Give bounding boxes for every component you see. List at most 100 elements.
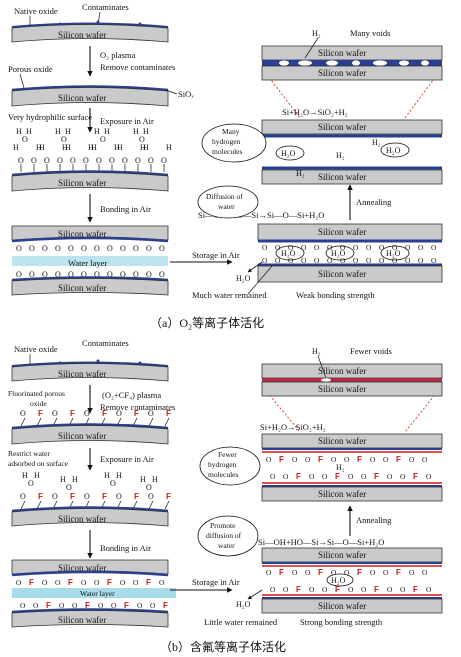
atom-glyph: H [55,127,61,136]
wafer-label: Silicon wafer [318,48,366,58]
restrict-label-2: adsorbed on surface [8,459,69,468]
wafer-label: Silicon wafer [318,227,366,237]
many-voids-label: Many voids [350,28,390,38]
atom-glyph: O [110,479,116,488]
atom-glyph: O [55,244,61,253]
diffusion-label-2: water [218,202,235,211]
atom-glyph: O [392,256,398,265]
atom-glyph: O [426,472,432,481]
contaminates-label: Contaminates [82,338,129,348]
h2o-bubble [326,573,354,587]
atom-glyph: H [36,143,42,152]
atom-glyph: O [405,256,411,265]
h2o-bubble [380,142,410,158]
silicon-wafer [11,425,169,445]
atom-glyph: H [65,127,71,136]
atom-glyph: O [431,256,437,265]
fluorine-glyph: F [134,492,139,501]
atom-glyph: O [409,455,415,464]
fluorine-glyph: F [163,601,168,610]
hydrogen-label-2: hydrogen [208,460,237,469]
h2o-label: H₂O [386,249,401,258]
atom-glyph: O [383,568,389,577]
wafer-label: Silicon wafer [58,514,106,524]
fluorine-glyph: F [68,578,73,587]
h2o-escape-label: H₂O [236,600,251,609]
fluorine-glyph: F [335,585,340,594]
atom-glyph: H [143,143,149,152]
storage-label: Storage in Air [192,577,240,587]
contaminant-dot [58,22,62,26]
atom-glyph: O [28,479,34,488]
atom-glyph: O [42,578,48,587]
atom-glyph: O [379,256,385,265]
atom-glyph: H [94,127,100,136]
atom-glyph: O [387,472,393,481]
atom-glyph: O [262,243,268,252]
atom-glyph: H [143,127,149,136]
atom-glyph: O [292,455,298,464]
fluorine-glyph: F [357,568,362,577]
atom-glyph: O [283,472,289,481]
wafer-label: Silicon wafer [58,93,106,103]
atom-glyph: O [42,244,48,253]
diffusion-label-1: Diffusion of [206,192,243,201]
h2o-bubble [380,245,410,261]
atom-glyph: O [387,585,393,594]
atom-glyph: O [16,244,22,253]
atom-glyph: O [301,256,307,265]
atom-glyph: H [16,127,22,136]
fluorinated-label-1: Fluorinated porous [8,389,65,398]
atom-glyph: O [418,256,424,265]
fluorine-glyph: F [335,472,340,481]
atom-glyph: O [70,156,76,165]
atom-glyph: O [400,585,406,594]
hydrogen-label-3: molecules [208,470,238,479]
wafer-label: Silicon wafer [318,366,366,376]
atom-glyph: O [327,243,333,252]
atom-glyph: O [109,156,115,165]
water-layer [12,588,176,598]
fluorine-glyph: F [124,601,129,610]
atom-glyph: H [26,127,32,136]
fluorine-glyph: F [29,578,34,587]
atom-glyph: O [52,492,58,501]
fluorine-glyph: F [85,601,90,610]
leader-line [247,265,273,295]
h2o-label: H₂O [331,249,346,258]
atom-glyph: O [22,135,28,144]
atom-glyph: O [331,568,337,577]
native-oxide-layer [11,361,169,367]
bond-line [36,417,42,427]
silicon-wafer-bottom [261,598,443,614]
atom-glyph: H [22,471,28,480]
fluorine-glyph: F [374,472,379,481]
atom-glyph: H [140,143,146,152]
atom-glyph: O [270,472,276,481]
atom-glyph: O [120,578,126,587]
promote-label-1: Promote [210,521,236,530]
atom-glyph: O [84,492,90,501]
atom-glyph: O [20,492,26,501]
atom-glyph: O [266,568,272,577]
atom-glyph: O [61,135,67,144]
atom-glyph: O [81,270,87,279]
fluorine-glyph: F [107,578,112,587]
atom-glyph: O [52,409,58,418]
wafer-label: Silicon wafer [318,68,366,78]
fluorine-glyph: F [70,409,75,418]
water-layer [12,256,168,266]
porous-oxide-layer [11,85,169,92]
hydrogen-callout [201,123,267,163]
promote-callout [197,515,259,557]
leader-line [317,355,327,379]
atom-glyph: O [159,270,165,279]
fluorinated-oxide-layer [11,506,169,513]
atom-glyph: O [344,455,350,464]
h2o-bubble [325,245,355,261]
h2o-label: H₂O [331,576,346,585]
